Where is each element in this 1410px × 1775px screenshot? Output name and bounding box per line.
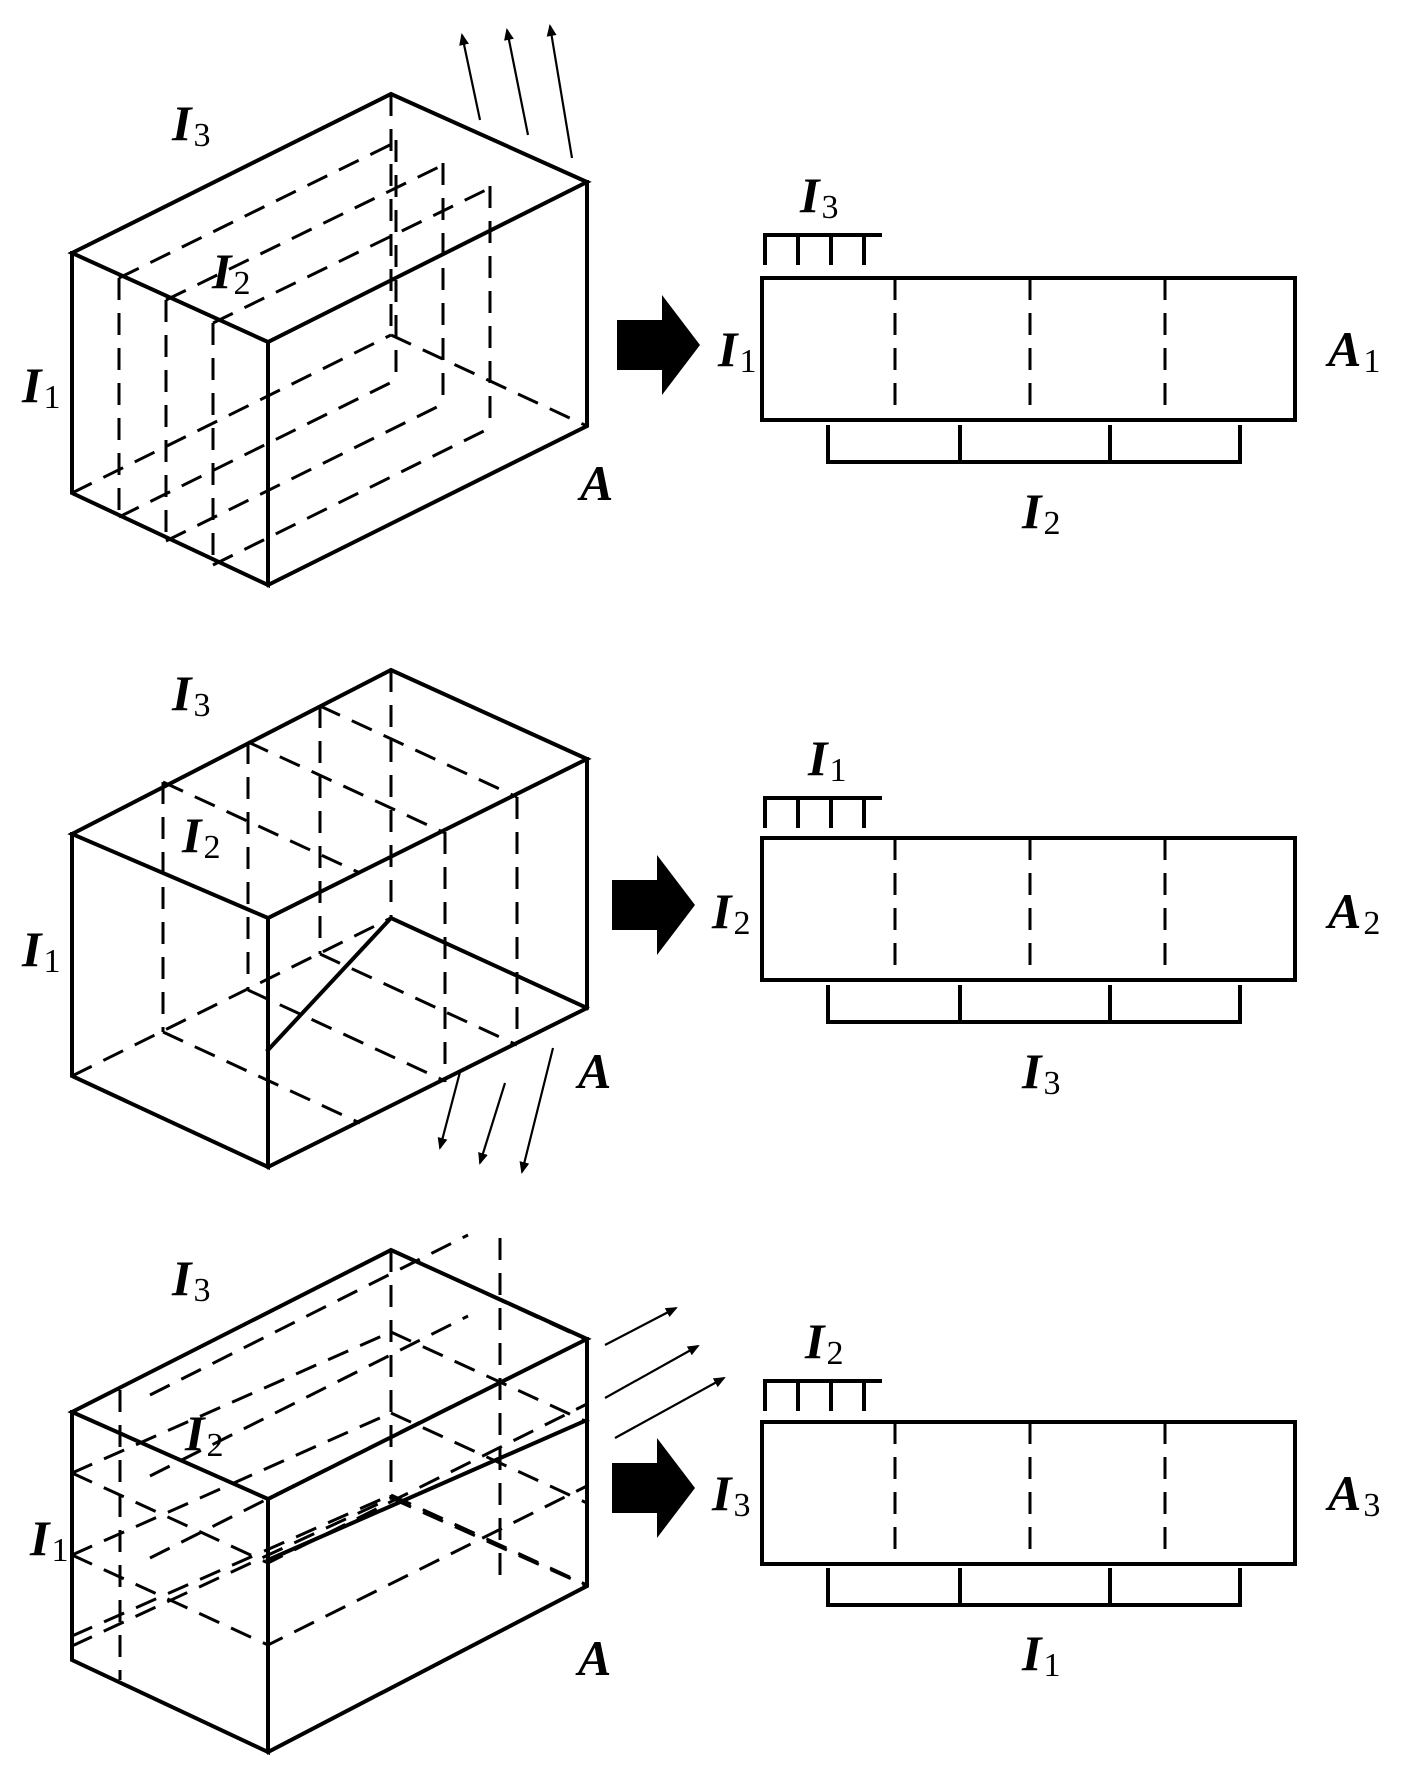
p3-matrix-label-bottom: I1 — [1021, 1625, 1060, 1684]
p3-cube-label-left: I1 — [29, 1510, 68, 1569]
p2-matrix-label-bottom: I3 — [1021, 1043, 1060, 1102]
p1-matrix-label-right: A1 — [1325, 321, 1380, 380]
matrix-1 — [760, 233, 1297, 464]
p2-matrix-label-left: I2 — [711, 883, 750, 942]
p1-cube-label-inner: I2 — [211, 243, 250, 302]
matrix-2 — [760, 796, 1297, 1024]
p1-matrix-label-bottom: I2 — [1021, 483, 1060, 542]
p1-cube-label-corner: A — [577, 455, 613, 511]
p2-matrix-label-top: I1 — [807, 730, 846, 789]
p1-matrix-label-left: I1 — [717, 321, 756, 380]
p1-matrix-label-top: I3 — [799, 167, 838, 226]
cube-1 — [67, 24, 592, 589]
p2-cube-label-inner: I2 — [181, 807, 220, 866]
unfold-arrow-1 — [617, 295, 700, 395]
p1-cube-label-top: I3 — [171, 95, 210, 154]
p2-matrix-label-right: A2 — [1325, 883, 1380, 942]
matrix-3 — [760, 1379, 1297, 1607]
p3-cube-label-top: I3 — [171, 1250, 210, 1309]
cube-3 — [67, 1233, 726, 1756]
slice-direction-arrows-3 — [604, 1307, 726, 1439]
p3-cube-label-inner: I2 — [184, 1405, 223, 1464]
p3-matrix-label-right: A3 — [1325, 1465, 1380, 1524]
p3-matrix-label-left: I3 — [711, 1465, 750, 1524]
p1-cube-label-left: I1 — [21, 357, 60, 416]
panel-2 — [67, 667, 1297, 1174]
slice-direction-arrows-1 — [459, 24, 574, 159]
panel-1 — [67, 24, 1297, 589]
p3-matrix-label-top: I2 — [804, 1313, 843, 1372]
panel-3 — [67, 1233, 1297, 1756]
slice-direction-arrows-2 — [437, 1047, 555, 1174]
unfold-arrow-3 — [612, 1438, 695, 1538]
cube-2 — [67, 667, 592, 1174]
unfold-arrow-2 — [612, 855, 695, 955]
p2-cube-label-left: I1 — [21, 921, 60, 980]
p2-cube-label-top: I3 — [171, 665, 210, 724]
p2-cube-label-corner: A — [575, 1043, 611, 1099]
p3-cube-label-corner: A — [575, 1630, 611, 1686]
